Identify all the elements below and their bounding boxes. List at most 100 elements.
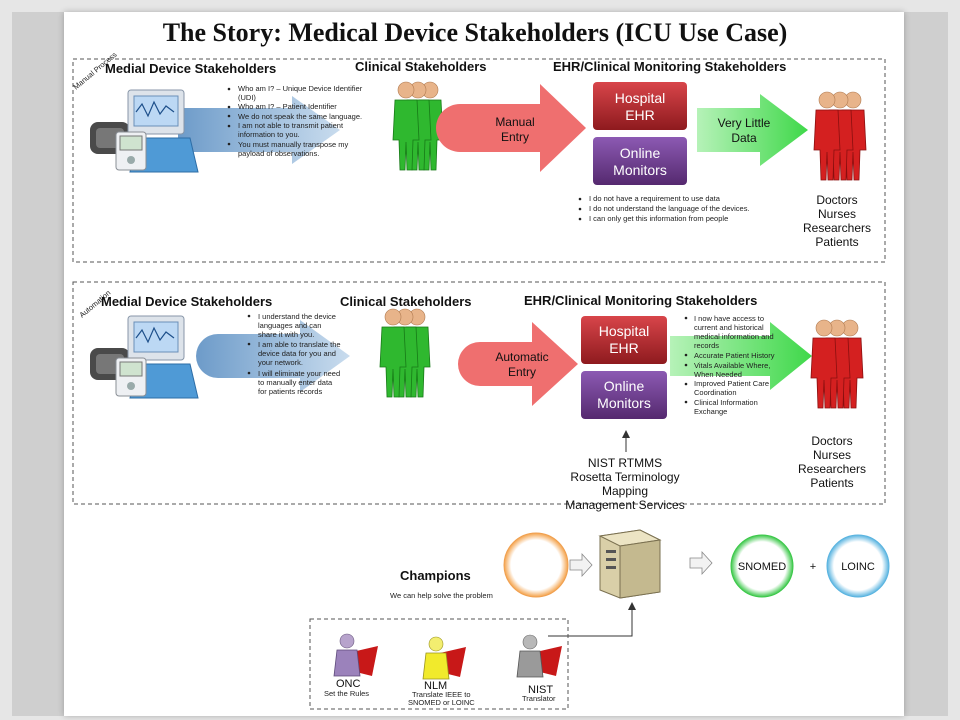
auto-entry-label-2: Entry xyxy=(508,365,536,379)
onc-sublabel: Set the Rules xyxy=(324,689,369,698)
svg-text:Accurate Patient History: Accurate Patient History xyxy=(694,351,775,360)
automation-panel: Automation Medial Device Stakeholders Cl… xyxy=(72,281,886,512)
server-icon xyxy=(598,529,662,599)
svg-text:Doctors: Doctors xyxy=(811,434,852,448)
nlm-label: NLM xyxy=(424,680,447,692)
svg-text:to manually enter data: to manually enter data xyxy=(258,378,333,387)
svg-text:Nurses: Nurses xyxy=(813,448,851,462)
svg-text:information to you.: information to you. xyxy=(238,130,300,139)
auto-ehr-header: EHR/Clinical Monitoring Stakeholders xyxy=(524,293,757,308)
server-to-standards-arrow xyxy=(689,550,713,576)
auto-hospital-ehr-box xyxy=(581,316,667,364)
snomed-label: SNOMED xyxy=(738,561,786,573)
svg-text:NIST RTMMS: NIST RTMMS xyxy=(588,456,662,470)
nist-label: NIST xyxy=(528,684,553,696)
slide-left-border xyxy=(12,12,64,716)
svg-text:You must manually transpose my: You must manually transpose my xyxy=(238,140,348,149)
data-label-1: Very Little xyxy=(718,116,771,130)
loinc-label: LOINC xyxy=(841,561,875,573)
champions-title: Champions xyxy=(400,568,471,583)
nist-to-ehr-arrowhead xyxy=(622,430,630,438)
svg-text:Exchange: Exchange xyxy=(694,407,727,416)
manual-clinical-header: Clinical Stakeholders xyxy=(355,59,487,74)
svg-text:Nurses: Nurses xyxy=(818,207,856,221)
svg-text:Coordination: Coordination xyxy=(694,388,737,397)
auto-device-header: Medial Device Stakeholders xyxy=(101,294,272,309)
svg-text:current and historical: current and historical xyxy=(694,323,764,332)
snomed-ring xyxy=(730,534,794,598)
svg-text:Who am I? – Patient Identifier: Who am I? – Patient Identifier xyxy=(238,102,337,111)
auto-people-list: Doctors Nurses Researchers Patients xyxy=(798,434,866,490)
manual-ehr-label-1: Hospital xyxy=(615,90,666,106)
auto-care-team-people-icon xyxy=(810,319,864,409)
svg-text:for patients records: for patients records xyxy=(258,387,322,396)
champions-box xyxy=(309,618,569,710)
svg-text:languages and can: languages and can xyxy=(258,321,321,330)
svg-text:I am able to translate the: I am able to translate the xyxy=(258,340,341,349)
manual-people-list: Doctors Nurses Researchers Patients xyxy=(803,193,871,249)
svg-text:Patients: Patients xyxy=(815,235,858,249)
auto-monitors-label-2: Monitors xyxy=(597,395,651,411)
nist-to-server-arrowhead xyxy=(628,602,636,610)
auto-device-bullets: I understand the device languages and ca… xyxy=(247,312,341,396)
manual-entry-label-1: Manual xyxy=(495,115,534,129)
nlm-person-icon xyxy=(422,636,466,680)
manual-clinical-people-icon xyxy=(392,81,444,171)
manual-hospital-ehr-box xyxy=(593,82,687,130)
svg-text:(UDI): (UDI) xyxy=(238,93,256,102)
ring-to-server-arrow xyxy=(569,552,593,578)
onc-label: ONC xyxy=(336,678,361,690)
nlm-sublabel-2: SNOMED or LOINC xyxy=(408,698,475,707)
data-label-2: Data xyxy=(731,131,757,145)
auto-clinical-people-icon xyxy=(379,308,431,398)
manual-ehr-bullets: I do not have a requirement to use data … xyxy=(578,194,750,223)
auto-medical-device-icon xyxy=(89,315,199,399)
manual-device-arrow xyxy=(178,96,340,164)
svg-text:I understand the device: I understand the device xyxy=(258,312,336,321)
manual-entry-label-2: Entry xyxy=(501,130,529,144)
svg-text:Researchers: Researchers xyxy=(803,221,871,235)
svg-text:share it with you.: share it with you. xyxy=(258,330,314,339)
svg-text:I am not able to transmit pati: I am not able to transmit patient xyxy=(238,121,344,130)
svg-text:medical information and: medical information and xyxy=(694,332,774,341)
auto-ehr-label-1: Hospital xyxy=(599,323,650,339)
svg-text:Rosetta Terminology: Rosetta Terminology xyxy=(570,470,679,484)
svg-text:We do not speak the same langu: We do not speak the same language. xyxy=(238,112,362,121)
svg-text:your network.: your network. xyxy=(258,358,303,367)
manual-monitors-label-2: Monitors xyxy=(613,162,667,178)
champions-subtitle: We can help solve the problem xyxy=(390,591,493,600)
svg-text:records: records xyxy=(694,341,719,350)
svg-text:Patients: Patients xyxy=(810,476,853,490)
very-little-data-arrow xyxy=(697,94,808,166)
svg-text:Mapping: Mapping xyxy=(602,484,648,498)
nist-sublabel: Translator xyxy=(522,694,556,703)
nist-person-icon xyxy=(516,634,562,678)
auto-ehr-bullets: I now have access to current and histori… xyxy=(684,314,775,416)
svg-text:Clinical Information: Clinical Information xyxy=(694,398,758,407)
auto-online-monitors-box xyxy=(581,371,667,419)
svg-text:I can only get this informatio: I can only get this information from peo… xyxy=(589,214,728,223)
manual-ehr-header: EHR/Clinical Monitoring Stakeholders xyxy=(553,59,786,74)
svg-text:Who am I? – Unique Device Iden: Who am I? – Unique Device Identifier xyxy=(238,84,363,93)
svg-text:Improved Patient Care: Improved Patient Care xyxy=(694,379,769,388)
nist-services-label: NIST RTMMS Rosetta Terminology Mapping M… xyxy=(565,456,684,512)
onc-person-icon xyxy=(333,633,378,677)
manual-online-monitors-box xyxy=(593,137,687,185)
manual-device-header: Medial Device Stakeholders xyxy=(105,61,276,76)
svg-text:Researchers: Researchers xyxy=(798,462,866,476)
svg-text:Vitals Available Where,: Vitals Available Where, xyxy=(694,361,770,370)
manual-ehr-label-2: EHR xyxy=(625,107,655,123)
manual-panel-border xyxy=(72,58,886,263)
auto-monitors-label-1: Online xyxy=(604,378,645,394)
champions-section: SNOMED + LOINC Champions We can help sol… xyxy=(309,529,890,710)
svg-text:Doctors: Doctors xyxy=(816,193,857,207)
plus-sign: + xyxy=(810,561,816,573)
svg-text:I will eliminate your need: I will eliminate your need xyxy=(258,369,340,378)
svg-text:I do not have a requirement to: I do not have a requirement to use data xyxy=(589,194,721,203)
svg-text:I now have access to: I now have access to xyxy=(694,314,764,323)
auto-device-arrow xyxy=(196,320,350,392)
svg-text:Management Services: Management Services xyxy=(565,498,684,512)
svg-text:payload of observations.: payload of observations. xyxy=(238,149,319,158)
manual-monitors-label-1: Online xyxy=(620,145,661,161)
